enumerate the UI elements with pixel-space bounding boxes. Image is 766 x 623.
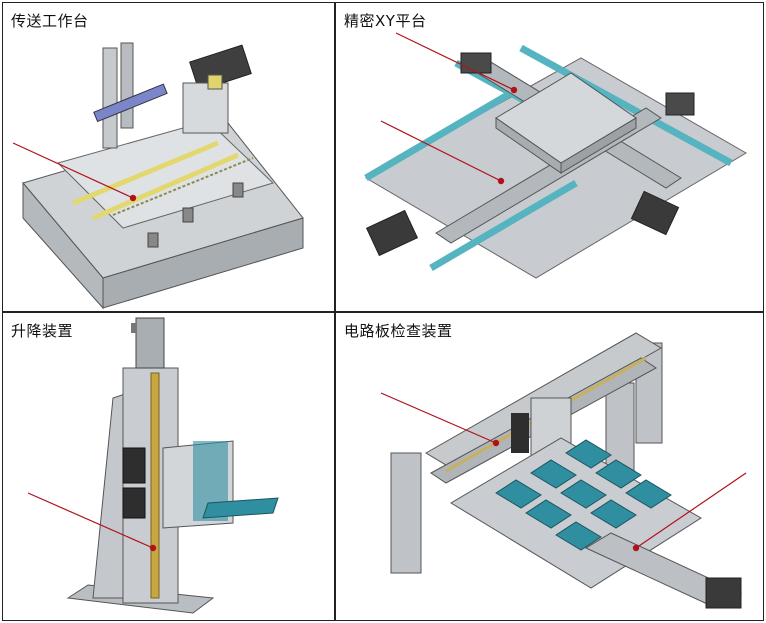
panel-precision-xy-stage: 精密XY平台 [335, 2, 764, 312]
panel-lifting-device: 升降装置 [2, 312, 335, 621]
panel-title: 电路板检查装置 [344, 322, 453, 340]
panel-title: 升降装置 [11, 322, 74, 340]
panel-title: 传送工作台 [11, 12, 89, 30]
circuit-board-inspection-illustration [380, 332, 747, 609]
precision-xy-stage-illustration [364, 32, 747, 279]
lifting-device-illustration [27, 317, 279, 614]
conveyor-workbench-illustration [12, 42, 304, 310]
panel-circuit-board-inspection: 电路板检查装置 [335, 312, 764, 621]
panel-title: 精密XY平台 [344, 12, 427, 30]
panel-conveyor-workbench: 传送工作台 [2, 2, 335, 312]
